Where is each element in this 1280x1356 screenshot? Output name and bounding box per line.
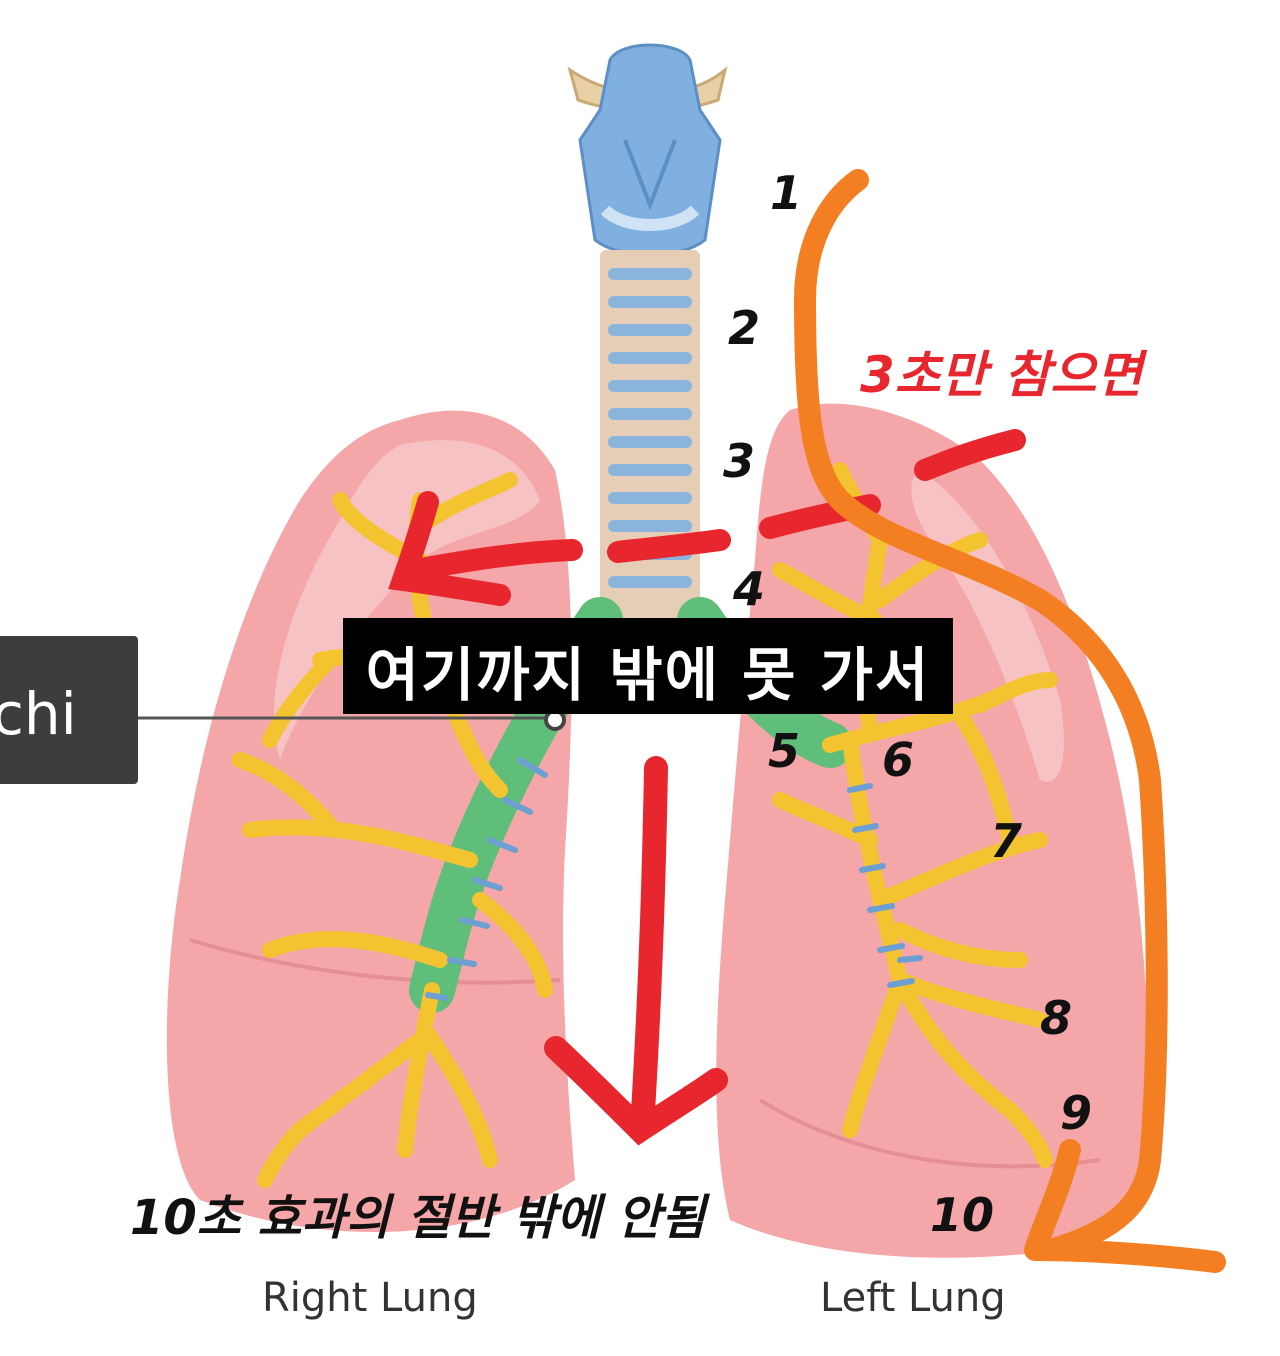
right-lung-shape xyxy=(166,410,575,1233)
bottom-note: 10초 효과의 절반 밖에 안됨 xyxy=(130,1190,706,1246)
number-2: 2 xyxy=(728,301,761,355)
banner-text: 여기까지 밖에 못 가서 xyxy=(365,641,931,709)
thyroid-notch xyxy=(623,139,677,211)
left-bronchus-cartilage xyxy=(847,783,923,988)
cricoid xyxy=(600,205,700,231)
right-lung-highlight xyxy=(273,440,540,760)
trachea-rings xyxy=(608,268,692,588)
larynx xyxy=(578,43,722,257)
left-lung-label: Left Lung xyxy=(820,1275,1006,1321)
top-note: 3초만 참으면 xyxy=(860,346,1143,404)
banner-box xyxy=(343,618,953,714)
bronchi-tag-label: chi xyxy=(0,680,77,748)
number-10: 10 xyxy=(930,1188,995,1242)
right-bronchus-cartilage xyxy=(425,757,548,1001)
number-7: 7 xyxy=(990,814,1023,868)
right-lung-label: Right Lung xyxy=(262,1275,478,1321)
number-5: 5 xyxy=(768,724,801,778)
left-lung-shape xyxy=(716,403,1150,1258)
bronchi-tag-box xyxy=(0,636,138,784)
right-lung-lobe xyxy=(189,938,561,985)
number-4: 4 xyxy=(733,562,766,616)
number-8: 8 xyxy=(1040,991,1073,1045)
number-6: 6 xyxy=(882,733,915,787)
number-9: 9 xyxy=(1060,1086,1093,1140)
orange-path xyxy=(794,169,1226,1273)
red-down-arrow xyxy=(544,756,728,1146)
number-3: 3 xyxy=(723,434,756,488)
number-1: 1 xyxy=(770,166,803,220)
